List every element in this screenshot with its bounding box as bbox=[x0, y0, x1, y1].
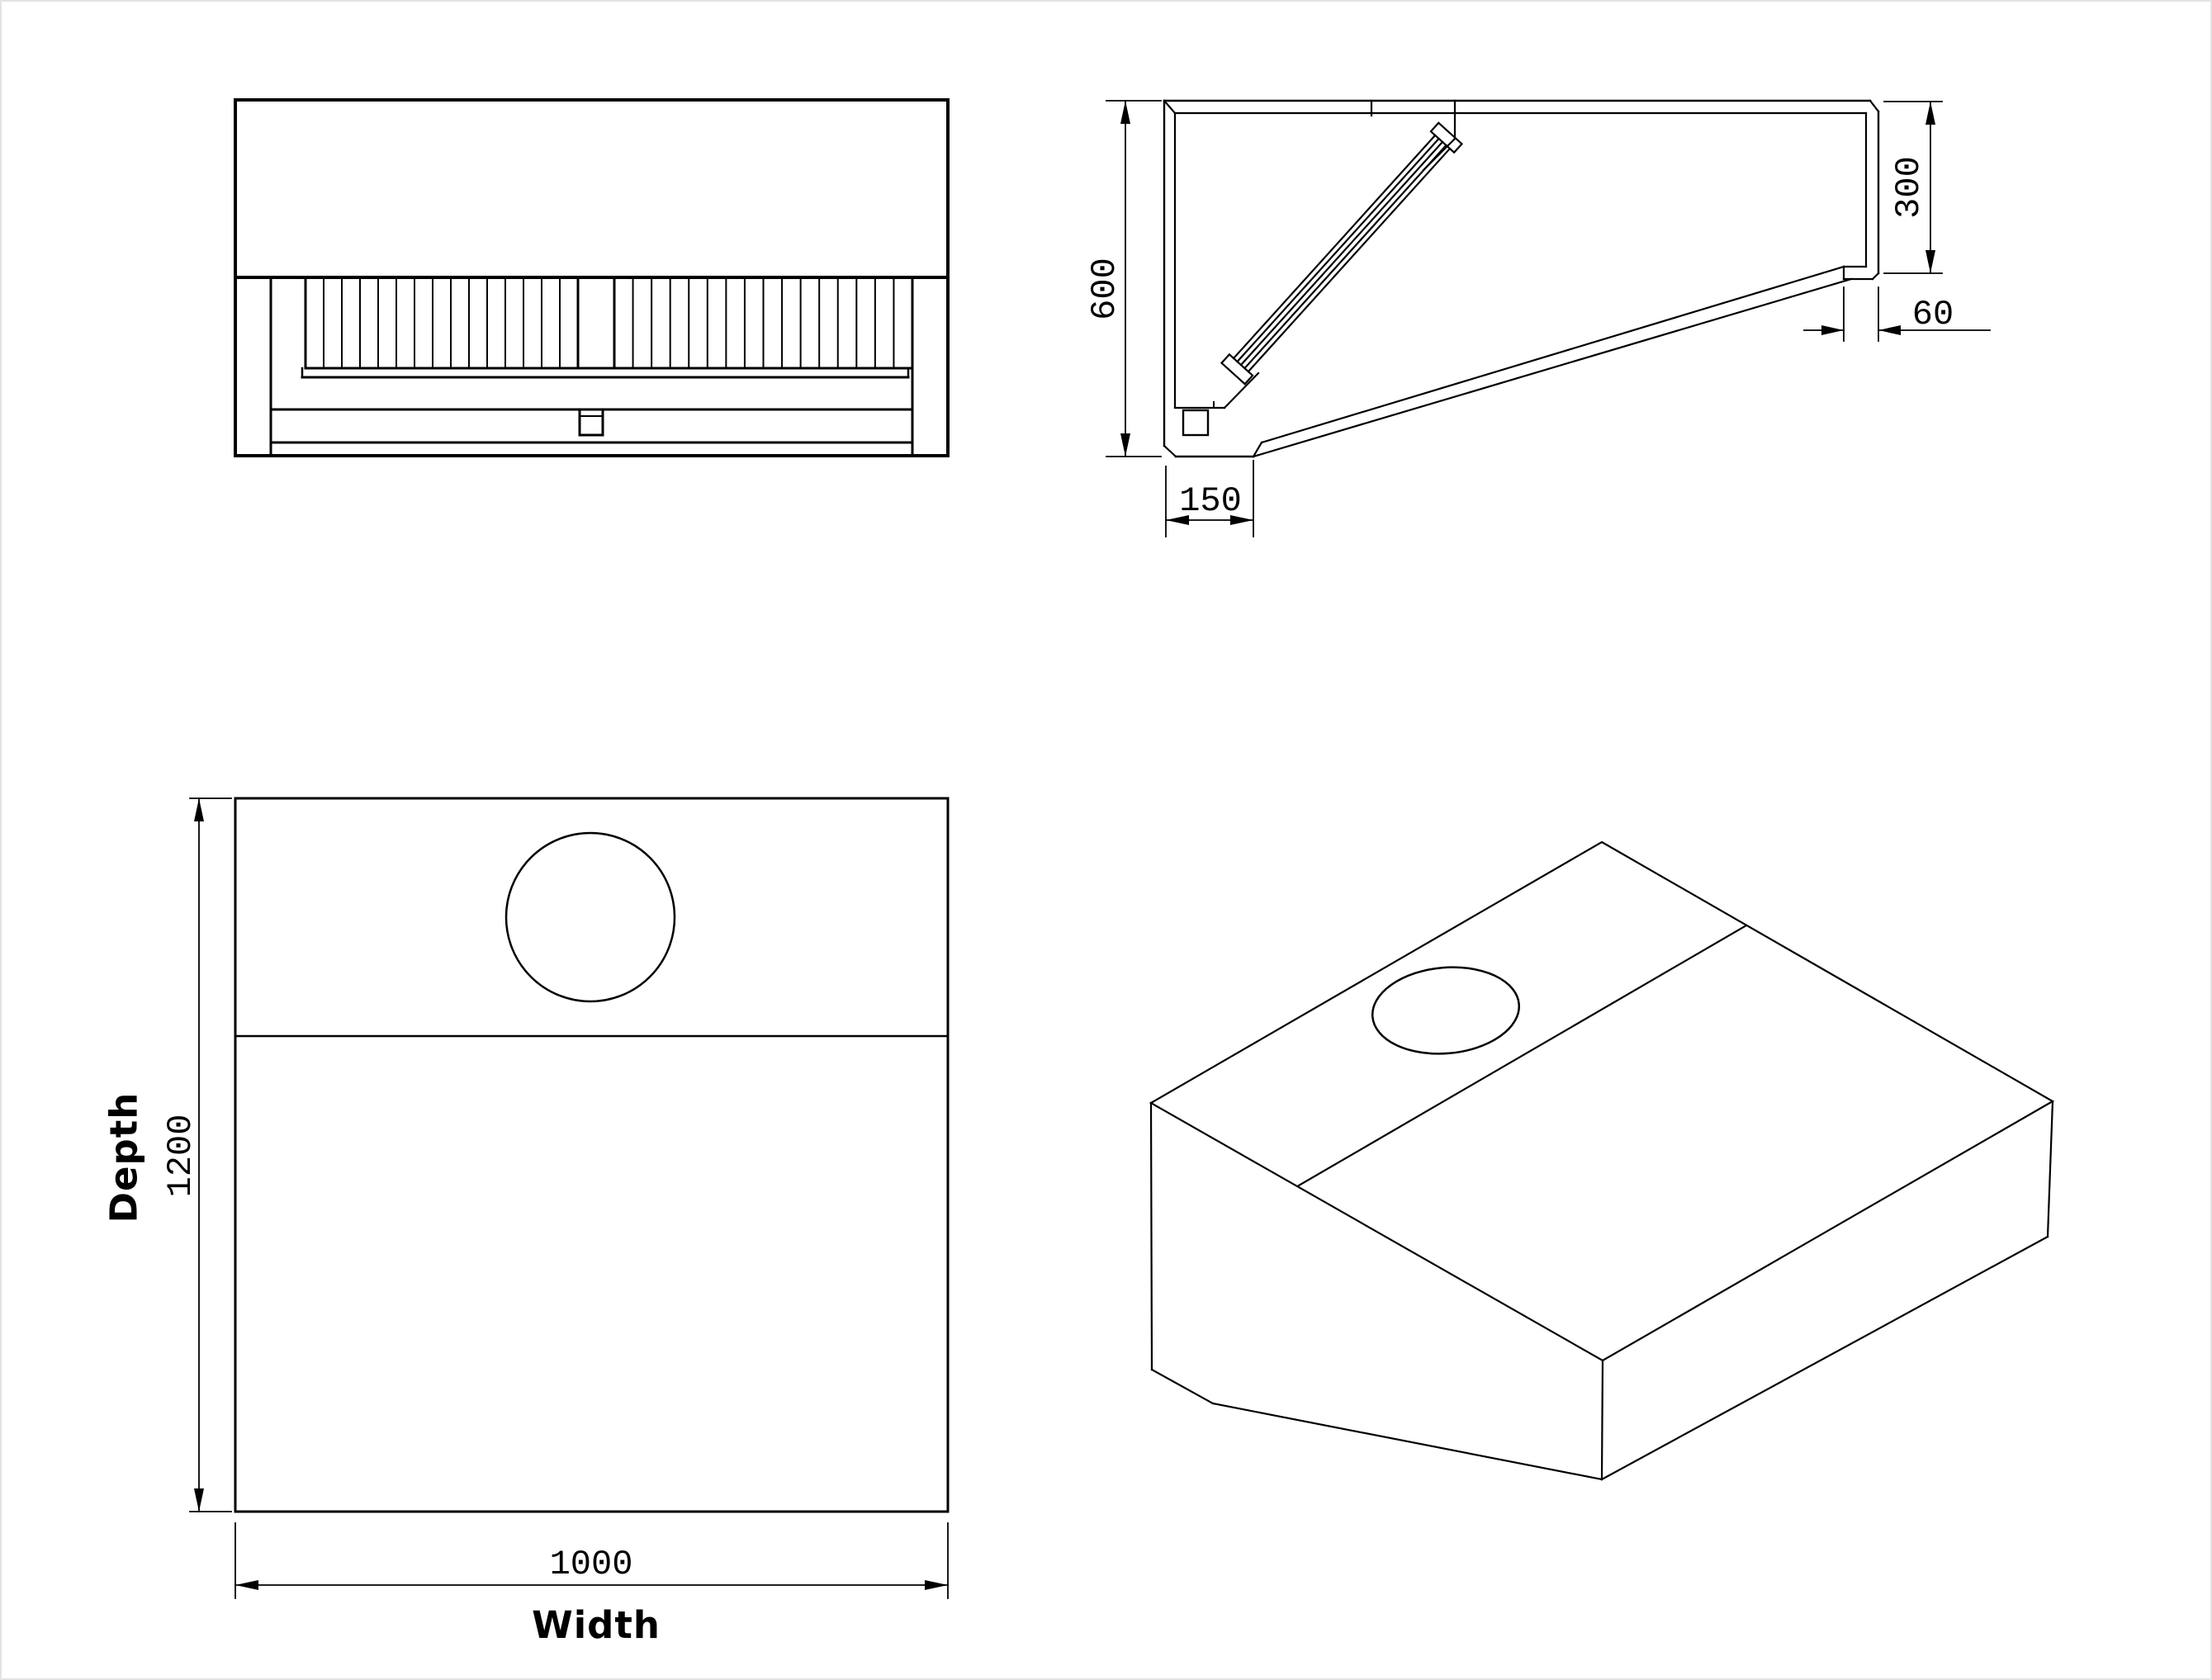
dim-60: 60 bbox=[1803, 286, 1991, 342]
filter-end-cap-top bbox=[1429, 121, 1464, 154]
front-view bbox=[234, 98, 950, 457]
dim-width: 1000 Width bbox=[234, 1522, 949, 1647]
width-dim-text: 1000 bbox=[550, 1545, 633, 1584]
duct-spigot-hole bbox=[504, 831, 676, 1003]
plan-view: 1200 Depth 1000 Width bbox=[102, 797, 950, 1647]
drain-cup bbox=[1182, 409, 1210, 437]
iso-top-divider bbox=[1297, 924, 1748, 1187]
slope-panel-upper bbox=[1260, 265, 1845, 444]
iso-front-corner-edge bbox=[1600, 1359, 1604, 1481]
arrow-right-icon bbox=[925, 1580, 948, 1590]
width-label: Width bbox=[532, 1603, 661, 1647]
iso-right-bottom-edge bbox=[1600, 1235, 2049, 1481]
arrow-left-icon bbox=[1878, 325, 1901, 335]
arrow-down-icon bbox=[194, 1488, 204, 1512]
iso-left-bevel bbox=[1150, 1368, 1215, 1405]
arrow-right-icon bbox=[1230, 515, 1253, 525]
iso-right-edge bbox=[2046, 1100, 2054, 1238]
dim-600: 600 bbox=[1085, 100, 1162, 457]
depth-label: Depth bbox=[102, 1092, 146, 1223]
bottom-left-bevel bbox=[1163, 444, 1177, 458]
arrow-up-icon bbox=[1925, 102, 1935, 125]
side-height-dim-text: 600 bbox=[1085, 258, 1125, 320]
baffle-filter bbox=[1220, 121, 1464, 386]
depth-dim-text: 1200 bbox=[161, 1114, 201, 1198]
iso-duct-hole bbox=[1371, 966, 1521, 1055]
dim-300: 300 bbox=[1883, 101, 1943, 274]
duct-height-dim-text: 300 bbox=[1889, 156, 1929, 219]
slope-panel-end bbox=[1252, 441, 1263, 458]
dim-150: 150 bbox=[1165, 460, 1254, 537]
ledge-dim-text: 150 bbox=[1179, 481, 1242, 521]
arrow-right-icon bbox=[1821, 325, 1844, 335]
slope-panel-lower bbox=[1252, 277, 1853, 458]
arrow-up-icon bbox=[194, 798, 204, 821]
plan-outline bbox=[234, 797, 950, 1513]
side-view: 600 300 60 150 bbox=[1085, 99, 1991, 537]
arrow-down-icon bbox=[1120, 433, 1130, 457]
filter-lower-rail bbox=[1223, 371, 1260, 409]
iso-left-edge bbox=[1149, 1101, 1153, 1371]
drain-box bbox=[578, 408, 604, 437]
arrow-up-icon bbox=[1120, 101, 1130, 124]
filter-slats bbox=[323, 277, 895, 369]
top-right-bevel bbox=[1869, 99, 1880, 113]
lip-dim-text: 60 bbox=[1912, 295, 1954, 334]
isometric-view bbox=[1149, 840, 2055, 1481]
arrow-down-icon bbox=[1925, 250, 1935, 273]
arrow-left-icon bbox=[1166, 515, 1189, 525]
iso-front-bottom-edge bbox=[1211, 1402, 1603, 1481]
arrow-left-icon bbox=[235, 1580, 258, 1590]
dim-depth: 1200 Depth bbox=[102, 797, 232, 1512]
top-left-bevel bbox=[1163, 99, 1177, 115]
filter-end-cap-bottom bbox=[1220, 353, 1254, 386]
